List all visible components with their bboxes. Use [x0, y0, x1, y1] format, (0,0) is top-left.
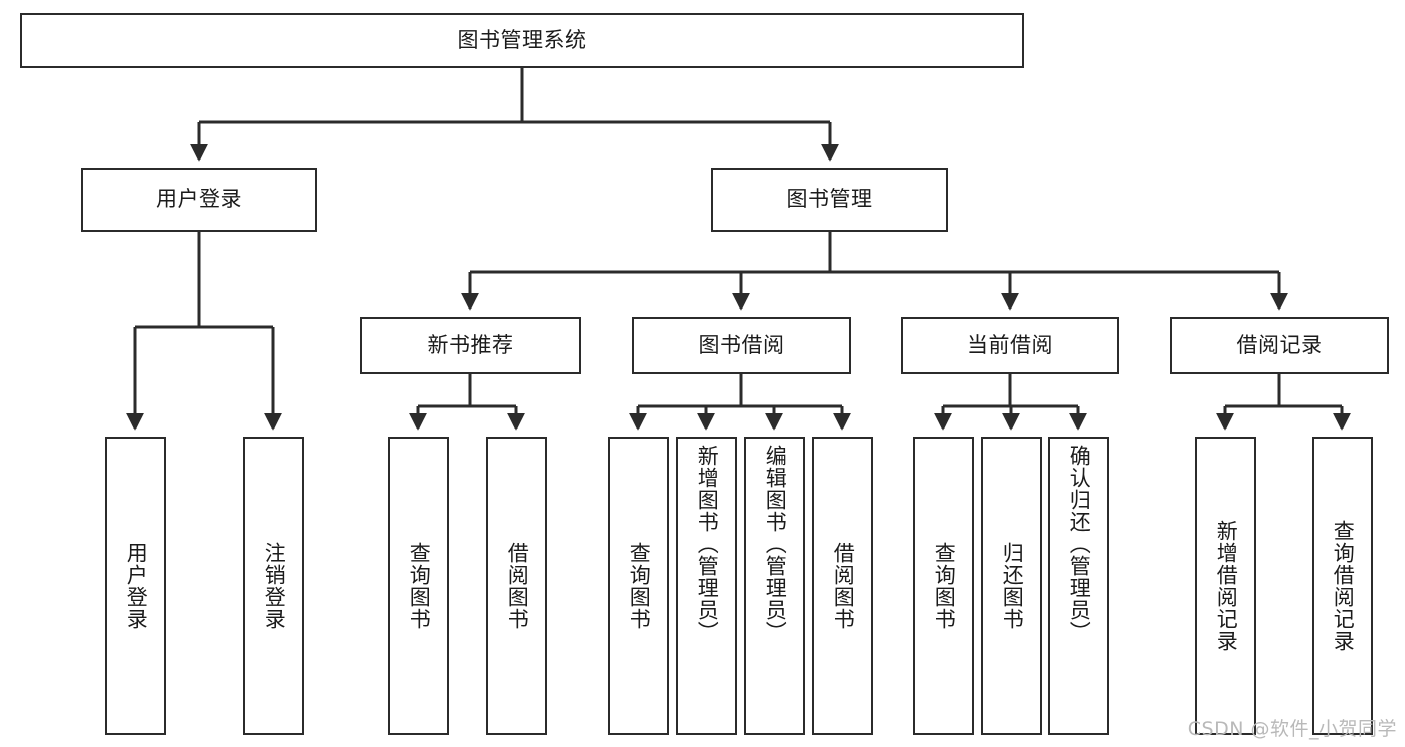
node-leaf-query-book-current[interactable]: 查询图书	[913, 437, 974, 735]
node-leaf-query-borrow-record-label: 查询借阅记录	[1331, 520, 1356, 652]
node-leaf-query-book-recommend[interactable]: 查询图书	[388, 437, 449, 735]
node-leaf-confirm-return-admin-label: 确认归还（管理员）	[1067, 445, 1092, 643]
node-leaf-add-borrow-record-label: 新增借阅记录	[1214, 520, 1239, 652]
connector-new-book-recommend-to-leaves	[409, 374, 525, 431]
node-leaf-query-book-recommend-label: 查询图书	[407, 542, 432, 630]
connector-current-borrow-to-leaves	[934, 374, 1087, 431]
node-leaf-user-login-label: 用户登录	[124, 542, 149, 630]
node-leaf-query-book-current-label: 查询图书	[932, 542, 957, 630]
node-borrow-record[interactable]: 借阅记录	[1170, 317, 1389, 374]
node-book-management-label: 图书管理	[786, 187, 873, 212]
node-leaf-borrow-book[interactable]: 借阅图书	[812, 437, 873, 735]
node-leaf-logout-label: 注销登录	[262, 542, 287, 630]
connector-book-management-to-level2	[461, 232, 1288, 311]
node-leaf-logout[interactable]: 注销登录	[243, 437, 304, 735]
node-leaf-add-book-admin[interactable]: 新增图书（管理员）	[676, 437, 737, 735]
node-book-borrow[interactable]: 图书借阅	[632, 317, 851, 374]
node-leaf-query-book-borrow-label: 查询图书	[627, 542, 652, 630]
node-leaf-return-book[interactable]: 归还图书	[981, 437, 1042, 735]
node-current-borrow[interactable]: 当前借阅	[901, 317, 1119, 374]
node-current-borrow-label: 当前借阅	[967, 332, 1053, 357]
connector-book-borrow-to-leaves	[629, 374, 851, 431]
connector-borrow-record-to-leaves	[1216, 374, 1351, 431]
node-book-management[interactable]: 图书管理	[711, 168, 948, 232]
connector-root-to-level1	[190, 68, 839, 162]
node-new-book-recommend-label: 新书推荐	[427, 332, 514, 357]
node-book-borrow-label: 图书借阅	[698, 332, 785, 357]
node-leaf-user-login[interactable]: 用户登录	[105, 437, 166, 735]
node-leaf-borrow-book-label: 借阅图书	[831, 542, 856, 630]
node-leaf-edit-book-admin-label: 编辑图书（管理员）	[763, 445, 788, 643]
node-leaf-edit-book-admin[interactable]: 编辑图书（管理员）	[744, 437, 805, 735]
node-leaf-add-book-admin-label: 新增图书（管理员）	[695, 445, 720, 643]
node-leaf-borrow-book-recommend-label: 借阅图书	[505, 542, 530, 630]
node-leaf-query-borrow-record[interactable]: 查询借阅记录	[1312, 437, 1373, 735]
node-root[interactable]: 图书管理系统	[20, 13, 1024, 68]
node-leaf-add-borrow-record[interactable]: 新增借阅记录	[1195, 437, 1256, 735]
node-leaf-confirm-return-admin[interactable]: 确认归还（管理员）	[1048, 437, 1109, 735]
node-leaf-return-book-label: 归还图书	[1000, 542, 1025, 630]
node-new-book-recommend[interactable]: 新书推荐	[360, 317, 581, 374]
node-borrow-record-label: 借阅记录	[1236, 332, 1323, 357]
node-root-label: 图书管理系统	[457, 27, 587, 52]
node-user-login-label: 用户登录	[156, 187, 242, 212]
node-user-login[interactable]: 用户登录	[81, 168, 317, 232]
node-leaf-borrow-book-recommend[interactable]: 借阅图书	[486, 437, 547, 735]
connector-user-login-to-leaves	[126, 232, 282, 431]
node-leaf-query-book-borrow[interactable]: 查询图书	[608, 437, 669, 735]
